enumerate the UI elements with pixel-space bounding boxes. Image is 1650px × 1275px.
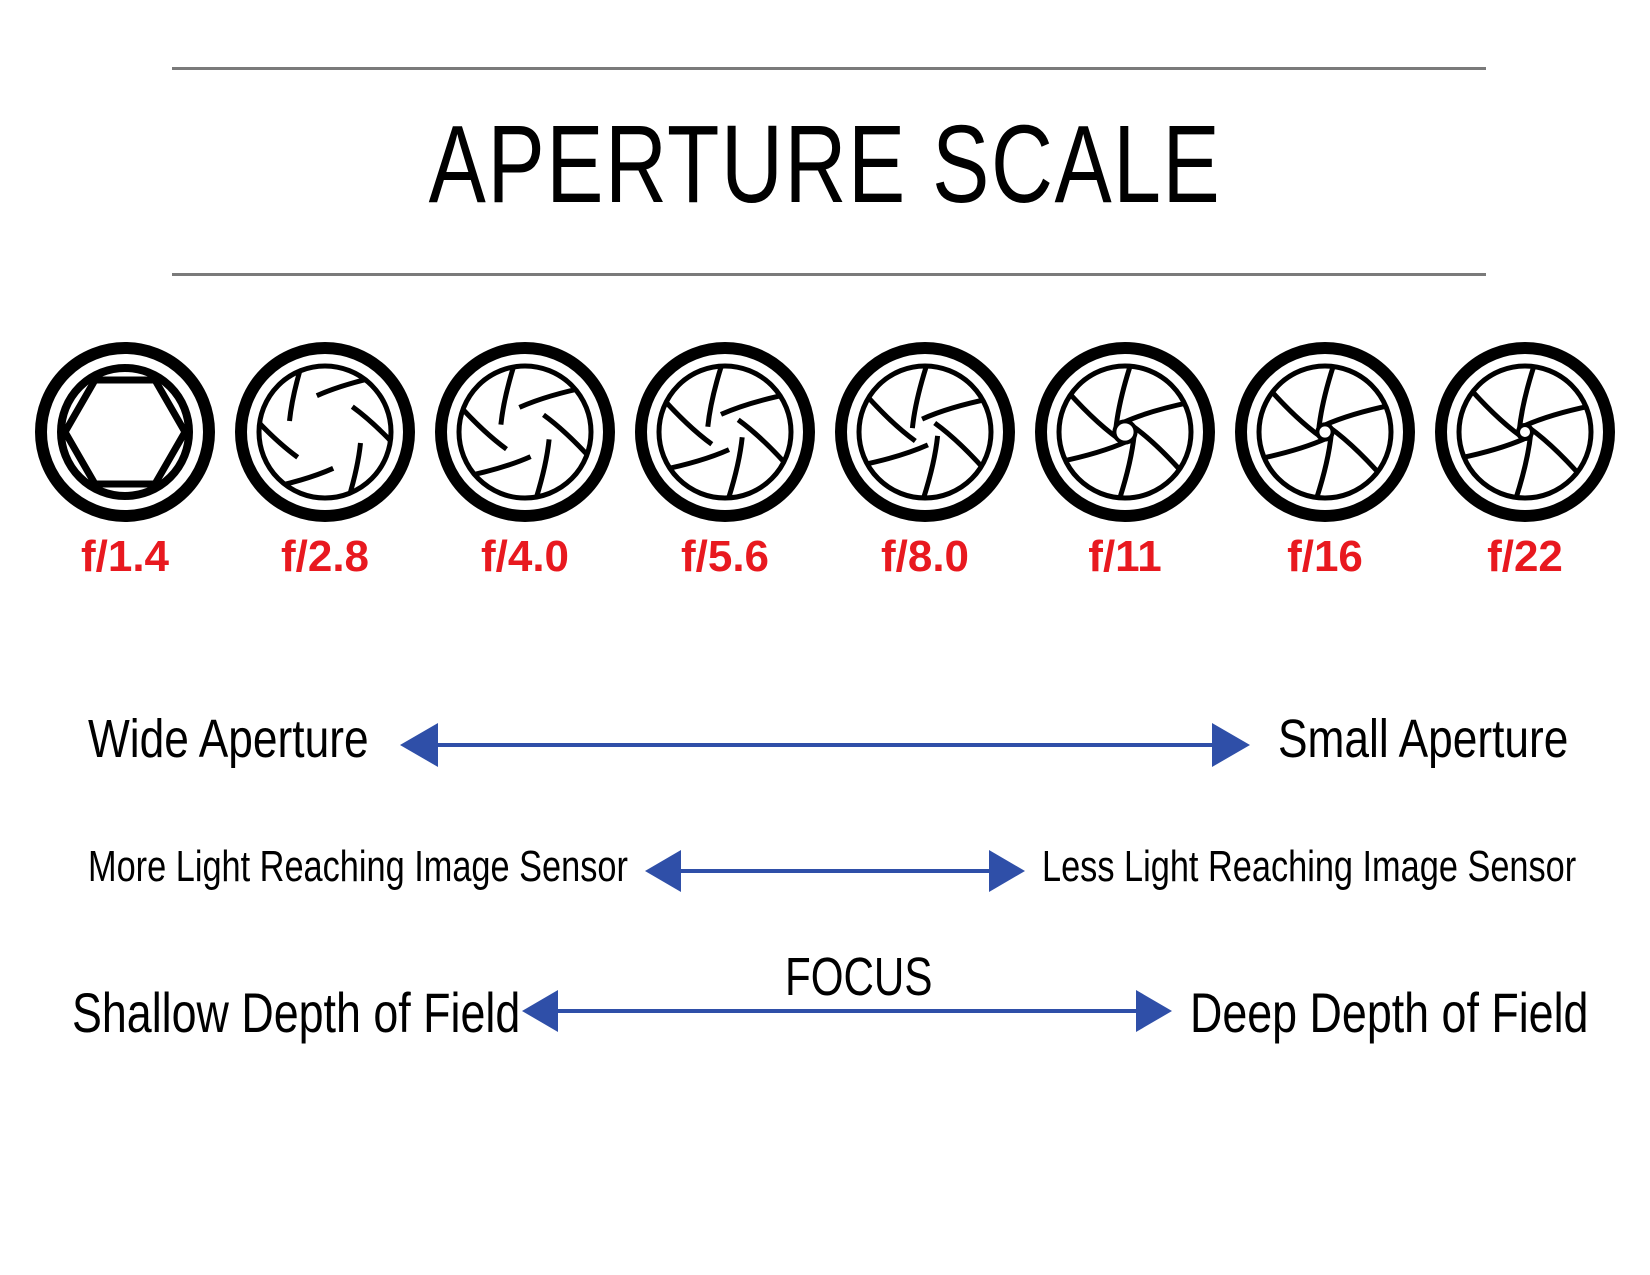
aperture-icon — [31, 338, 219, 526]
f-stop-label: f/8.0 — [880, 532, 970, 581]
aperture-icon — [1431, 338, 1619, 526]
f-stop-label: f/5.6 — [680, 532, 770, 581]
focus-arrow — [522, 990, 1172, 1032]
f-stop-label: f/1.4 — [80, 532, 170, 581]
aperture-icon — [1031, 338, 1219, 526]
deep-dof-label: Deep Depth of Field — [1190, 981, 1589, 1044]
wide-aperture-label: Wide Aperture — [88, 709, 369, 769]
top-rule — [172, 67, 1486, 70]
aperture-icon — [631, 338, 819, 526]
page-title: APERTURE SCALE — [428, 103, 1222, 226]
more-light-label: More Light Reaching Image Sensor — [88, 842, 628, 891]
shallow-dof-label: Shallow Depth of Field — [72, 981, 521, 1044]
light-arrow — [645, 850, 1025, 892]
small-aperture-label: Small Aperture — [1278, 709, 1569, 769]
f-stop-label: f/4.0 — [480, 532, 570, 581]
f-stop-label: f/16 — [1287, 532, 1363, 581]
bottom-rule — [172, 273, 1486, 276]
f-stop-label: f/2.8 — [280, 532, 370, 581]
aperture-arrow — [400, 723, 1250, 767]
aperture-icon — [431, 338, 619, 526]
f-stop-label: f/22 — [1487, 532, 1563, 581]
less-light-label: Less Light Reaching Image Sensor — [1042, 842, 1577, 891]
aperture-icon — [1231, 338, 1419, 526]
f-stop-label: f/11 — [1088, 532, 1162, 581]
aperture-icon — [831, 338, 1019, 526]
aperture-icon — [231, 338, 419, 526]
focus-label: FOCUS — [785, 947, 933, 1007]
